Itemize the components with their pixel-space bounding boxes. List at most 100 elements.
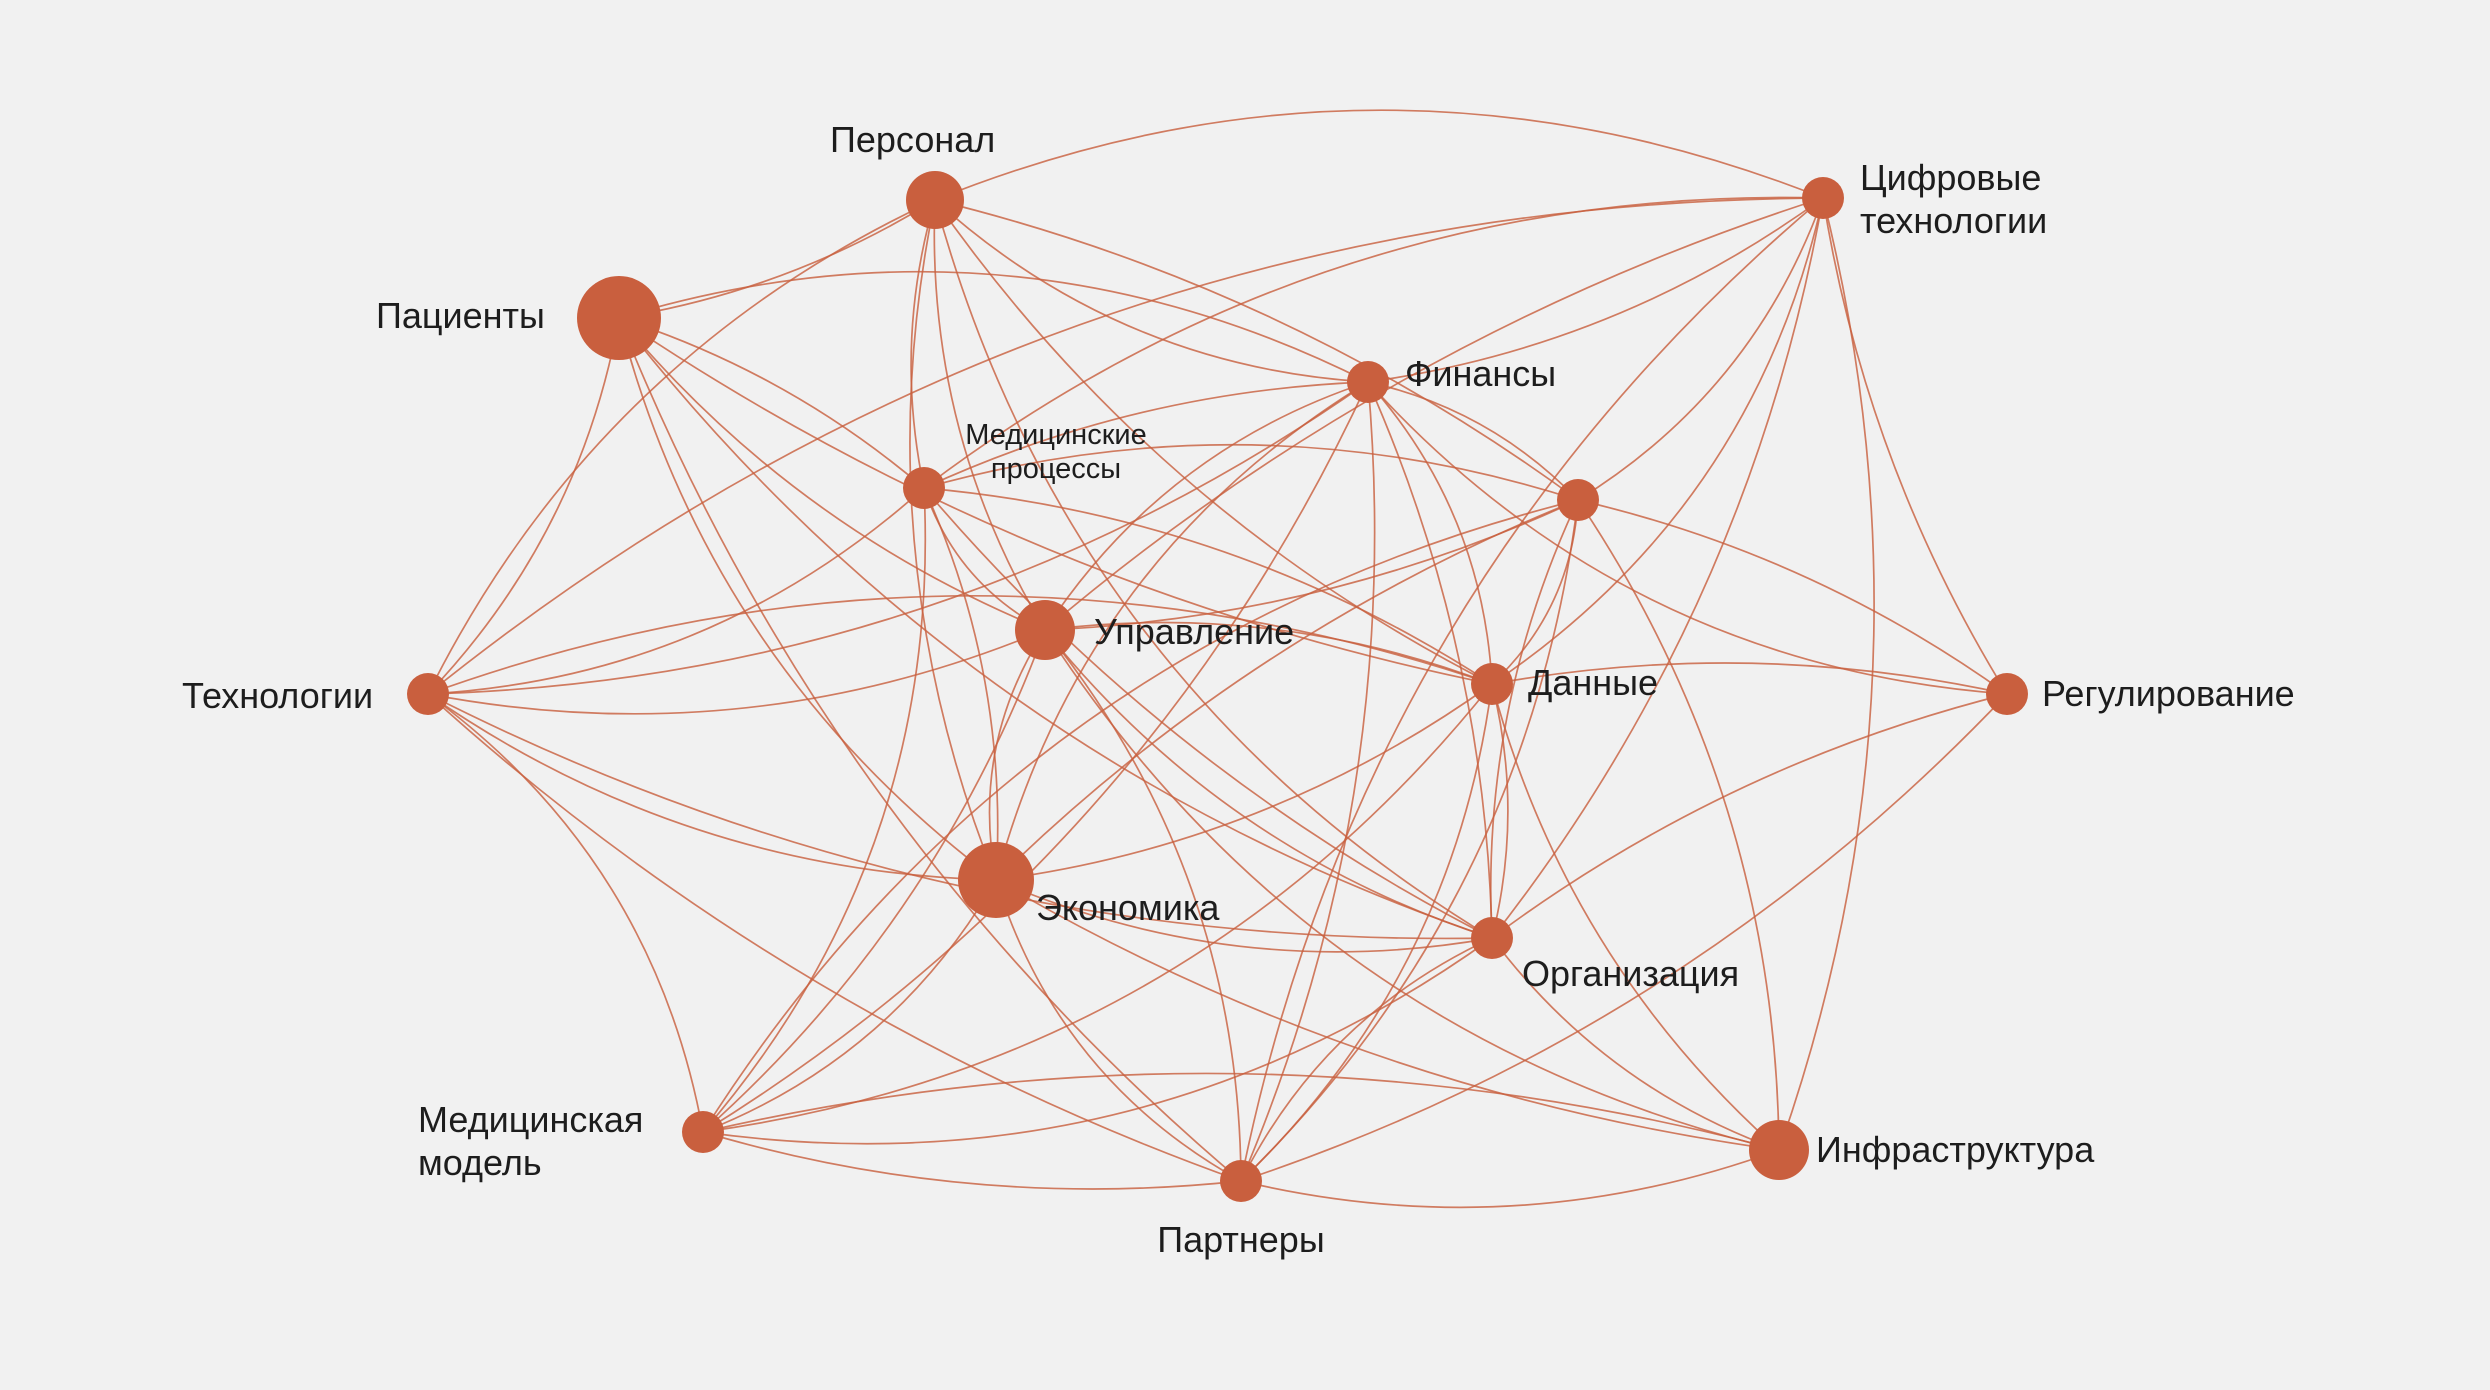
edge-dannye-partnery <box>1240 683 1493 1182</box>
node-regulirovanie <box>1986 673 2028 715</box>
label-upravlenie: Управление <box>1094 611 1294 652</box>
edge-pacienty-dannye <box>618 317 1493 685</box>
label-ekonomika: Экономика <box>1036 887 1220 928</box>
edge-med-model-partnery <box>702 1131 1242 1190</box>
edge-ekonomika-dannye <box>995 683 1493 881</box>
edge-personal-organizaciya <box>934 199 1493 939</box>
edge-personal-unlabeled-hub <box>934 199 1579 501</box>
edge-finansy-med-model <box>702 381 1369 1133</box>
edge-upravlenie-dannye <box>1044 621 1493 685</box>
node-unlabeled-hub <box>1557 479 1599 521</box>
edge-personal-med-processy <box>910 199 936 489</box>
label-cifrovye-line-1: технологии <box>1860 200 2047 241</box>
edge-upravlenie-finansy <box>1044 381 1369 631</box>
node-finansy <box>1347 361 1389 403</box>
edge-finansy-unlabeled-hub <box>1367 381 1579 501</box>
edge-pacienty-organizaciya <box>618 317 1493 939</box>
edge-ekonomika-med-model <box>702 879 997 1133</box>
edge-organizaciya-infrastruktura <box>1491 937 1780 1151</box>
edge-personal-pacienty <box>618 199 936 319</box>
node-med-processy <box>903 467 945 509</box>
node-cifrovye <box>1802 177 1844 219</box>
edge-tehnologii-cifrovye <box>427 197 1824 695</box>
edge-personal-finansy <box>934 199 1369 383</box>
node-pacienty <box>577 276 661 360</box>
label-med-processy-line-0: Медицинские <box>965 419 1146 451</box>
node-personal <box>906 171 964 229</box>
edge-finansy-partnery <box>1240 381 1376 1182</box>
node-ekonomika <box>958 842 1034 918</box>
label-pacienty: Пациенты <box>376 295 545 336</box>
label-personal: Персонал <box>830 119 995 160</box>
edge-finansy-organizaciya <box>1367 381 1493 939</box>
label-regulirovanie: Регулирование <box>2042 673 2295 714</box>
label-med-processy-line-1: процессы <box>991 453 1121 485</box>
node-infrastruktura <box>1749 1120 1809 1180</box>
label-tehnologii: Технологии <box>182 675 373 716</box>
label-partnery: Партнеры <box>1157 1219 1324 1260</box>
edge-pacienty-partnery <box>618 317 1242 1182</box>
edge-pacienty-finansy <box>618 270 1369 383</box>
edge-personal-dannye <box>934 199 1493 685</box>
edge-cifrovye-unlabeled-hub <box>1577 197 1824 501</box>
edge-organizaciya-partnery <box>1240 937 1493 1182</box>
edge-upravlenie-med-model <box>702 629 1046 1133</box>
label-organizaciya: Организация <box>1522 953 1739 994</box>
label-personal-line-0: Персонал <box>830 119 995 160</box>
edge-pacienty-upravlenie <box>618 317 1046 631</box>
label-infrastruktura: Инфраструктура <box>1816 1129 2095 1170</box>
edge-unlabeled-hub-regulirovanie <box>1577 499 2008 695</box>
edge-regulirovanie-organizaciya <box>1491 693 2008 939</box>
edge-regulirovanie-partnery <box>1240 693 2008 1182</box>
edge-pacienty-tehnologii <box>427 317 620 695</box>
label-finansy: Финансы <box>1405 353 1556 394</box>
edge-ekonomika-unlabeled-hub <box>995 499 1579 881</box>
edge-ekonomika-organizaciya <box>995 879 1493 953</box>
edge-cifrovye-organizaciya <box>1491 197 1824 939</box>
edge-cifrovye-partnery <box>1240 197 1824 1182</box>
edge-med-processy-ekonomika <box>923 487 999 881</box>
label-tehnologii-line-0: Технологии <box>182 675 373 716</box>
edge-unlabeled-hub-organizaciya <box>1489 499 1579 939</box>
edge-tehnologii-finansy <box>427 381 1369 695</box>
edge-cifrovye-dannye <box>1491 197 1824 685</box>
nodes-layer <box>407 171 2028 1202</box>
edge-finansy-regulirovanie <box>1367 381 2008 695</box>
label-dannye: Данные <box>1528 662 1658 703</box>
label-regulirovanie-line-0: Регулирование <box>2042 673 2295 714</box>
label-med-model-line-1: модель <box>418 1142 542 1183</box>
edge-med-processy-cifrovye <box>923 196 1824 489</box>
label-upravlenie-line-0: Управление <box>1094 611 1294 652</box>
node-tehnologii <box>407 673 449 715</box>
label-med-model-line-0: Медицинская <box>418 1099 643 1140</box>
node-organizaciya <box>1471 917 1513 959</box>
edge-med-model-infrastruktura <box>702 1072 1780 1151</box>
edge-upravlenie-tehnologii <box>427 629 1046 715</box>
node-upravlenie <box>1015 600 1075 660</box>
node-dannye <box>1471 663 1513 705</box>
edge-ekonomika-finansy <box>995 381 1369 881</box>
label-finansy-line-0: Финансы <box>1405 353 1556 394</box>
edge-upravlenie-partnery <box>1044 629 1242 1182</box>
label-organizaciya-line-0: Организация <box>1522 953 1739 994</box>
edge-med-processy-finansy <box>923 381 1369 489</box>
edge-cifrovye-infrastruktura <box>1778 197 1875 1151</box>
node-partnery <box>1220 1160 1262 1202</box>
edge-med-processy-dannye <box>923 487 1493 685</box>
edge-med-processy-tehnologii <box>427 487 925 695</box>
label-ekonomika-line-0: Экономика <box>1036 887 1220 928</box>
label-pacienty-line-0: Пациенты <box>376 295 545 336</box>
edge-pacienty-ekonomika <box>618 317 997 881</box>
edge-upravlenie-infrastruktura <box>1044 629 1780 1151</box>
edge-cifrovye-regulirovanie <box>1822 197 2008 695</box>
node-med-model <box>682 1111 724 1153</box>
edge-finansy-dannye <box>1367 381 1493 685</box>
label-cifrovye-line-0: Цифровые <box>1860 157 2041 198</box>
edge-med-processy-organizaciya <box>923 487 1493 939</box>
edge-personal-tehnologii <box>427 199 936 695</box>
edge-ekonomika-partnery <box>995 879 1242 1182</box>
edge-pacienty-med-processy <box>618 317 925 489</box>
